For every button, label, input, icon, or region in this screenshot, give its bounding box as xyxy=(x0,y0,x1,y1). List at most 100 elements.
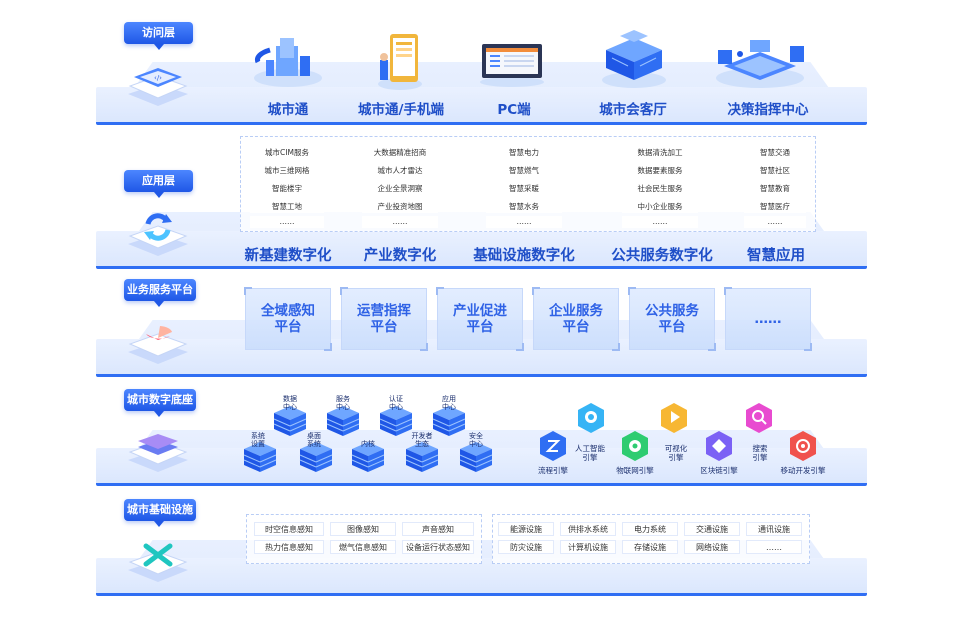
device-label-command-center: 决策指挥中心 xyxy=(727,102,809,118)
app-item: 智慧教育 xyxy=(744,183,806,195)
digital-base-tag: 城市数字底座 xyxy=(124,389,196,417)
app-item: 智慧医疗 xyxy=(744,201,806,213)
engine-label: 可视化 引擎 xyxy=(664,444,688,462)
mobile-phone-illustration xyxy=(378,34,422,90)
server-stack-icon xyxy=(326,406,360,436)
server-stack-icon xyxy=(299,442,333,472)
facility-item: 防灾设施 xyxy=(498,540,554,554)
platform-box[interactable]: 运营指挥平台 xyxy=(340,287,428,351)
app-column-title: 智慧应用 xyxy=(747,248,805,264)
platform-name: …… xyxy=(754,311,782,327)
platform-suffix: 平台 xyxy=(562,319,590,335)
center-label: 应用 中心 xyxy=(442,395,456,411)
svg-text:‹/›: ‹/› xyxy=(154,74,162,82)
application-layer-plate xyxy=(96,231,867,269)
platform-suffix: 平台 xyxy=(274,319,302,335)
perception-item: 热力信息感知 xyxy=(254,540,324,554)
app-item: …… xyxy=(486,216,562,228)
app-item: 城市人才雷达 xyxy=(362,165,438,177)
infrastructure-tag: 城市基础设施 xyxy=(124,499,196,527)
perception-item: 燃气信息感知 xyxy=(330,540,396,554)
device-label-city-hall: 城市会客厅 xyxy=(599,102,667,118)
access-layer-plate xyxy=(96,87,867,125)
app-item: …… xyxy=(744,216,806,228)
facility-item: 存储设施 xyxy=(622,540,678,554)
engine-label: 人工智能 引擎 xyxy=(575,444,605,462)
platform-box-more[interactable]: …… xyxy=(724,287,812,351)
platform-name: 公共服务 xyxy=(645,303,699,319)
facility-item: 能源设施 xyxy=(498,522,554,536)
server-stack-icon xyxy=(432,406,466,436)
app-column-title: 公共服务数字化 xyxy=(611,248,713,264)
server-stack-icon xyxy=(405,442,439,472)
center-label: 服务 中心 xyxy=(336,395,350,411)
app-column-title: 产业数字化 xyxy=(363,248,437,264)
facility-item: 交通设施 xyxy=(684,522,740,536)
engine-label: 搜索 引擎 xyxy=(752,444,768,462)
application-layer-tag: 应用层 xyxy=(124,170,193,198)
iot-engine-icon xyxy=(622,431,648,461)
platform-name: 全域感知 xyxy=(261,303,315,319)
platform-box[interactable]: 全域感知平台 xyxy=(244,287,332,351)
monitor-code-icon: ‹/› xyxy=(128,68,188,106)
search-engine-icon xyxy=(746,403,772,433)
workflow-engine-icon xyxy=(540,431,566,461)
pc-laptop-illustration xyxy=(480,44,544,87)
app-item: 大数据精准招商 xyxy=(362,147,438,159)
facility-item: 通讯设施 xyxy=(746,522,802,536)
app-item: 数据清洗加工 xyxy=(622,147,698,159)
app-item: 智慧社区 xyxy=(744,165,806,177)
device-label-city-pass: 城市通 xyxy=(267,102,309,118)
server-stack-icon xyxy=(243,442,277,472)
layers-icon xyxy=(128,434,188,472)
center-label: 认证 中心 xyxy=(389,395,403,411)
app-item: 社会民生服务 xyxy=(622,183,698,195)
center-label: 安全 中心 xyxy=(469,432,483,448)
device-label-mobile: 城市通/手机端 xyxy=(358,102,444,118)
facility-item: 网络设施 xyxy=(684,540,740,554)
app-item: 城市三维网格 xyxy=(250,165,324,177)
app-item: 智慧燃气 xyxy=(486,165,562,177)
mobile-dev-engine-icon xyxy=(790,431,816,461)
platform-suffix: 平台 xyxy=(370,319,398,335)
engine-label: 区块链引擎 xyxy=(700,466,738,475)
center-label: 数据 中心 xyxy=(283,395,297,411)
ai-engine-icon xyxy=(578,403,604,433)
app-item: 智慧采暖 xyxy=(486,183,562,195)
platform-box[interactable]: 产业促进平台 xyxy=(436,287,524,351)
server-stack-icon xyxy=(351,442,385,472)
app-item: …… xyxy=(250,216,324,228)
engine-label: 移动开发引擎 xyxy=(780,466,826,475)
access-layer-tag: 访问层 xyxy=(124,22,193,50)
engine-label: 流程引擎 xyxy=(538,466,568,475)
server-stack-icon xyxy=(379,406,413,436)
app-column-title: 基础设施数字化 xyxy=(473,248,575,264)
app-item: …… xyxy=(622,216,698,228)
app-item: 智慧水务 xyxy=(486,201,562,213)
tools-icon xyxy=(128,543,188,582)
platform-name: 企业服务 xyxy=(549,303,603,319)
sync-arrows-icon xyxy=(128,213,188,256)
blockchain-engine-icon xyxy=(706,431,732,461)
app-item: 智慧交通 xyxy=(744,147,806,159)
platform-box[interactable]: 公共服务平台 xyxy=(628,287,716,351)
app-item: 企业全景洞察 xyxy=(362,183,438,195)
visualization-engine-icon xyxy=(661,403,687,433)
perception-item: 时空信息感知 xyxy=(254,522,324,536)
app-item: 数据要素服务 xyxy=(622,165,698,177)
facility-item: 电力系统 xyxy=(622,522,678,536)
perception-item: 声音感知 xyxy=(402,522,474,536)
facility-item: …… xyxy=(746,540,802,554)
center-label: 桌面 系统 xyxy=(307,432,321,448)
app-item: …… xyxy=(362,216,438,228)
perception-item: 设备运行状态感知 xyxy=(402,540,474,554)
platform-box[interactable]: 企业服务平台 xyxy=(532,287,620,351)
server-stack-icon xyxy=(273,406,307,436)
command-center-illustration xyxy=(716,40,804,88)
app-item: 产业投资地图 xyxy=(362,201,438,213)
platform-suffix: 平台 xyxy=(466,319,494,335)
app-column-title: 新基建数字化 xyxy=(244,248,332,264)
perception-item: 图像感知 xyxy=(330,522,396,536)
city-pass-illustration xyxy=(254,38,322,87)
app-item: 城市CIM服务 xyxy=(250,147,324,159)
